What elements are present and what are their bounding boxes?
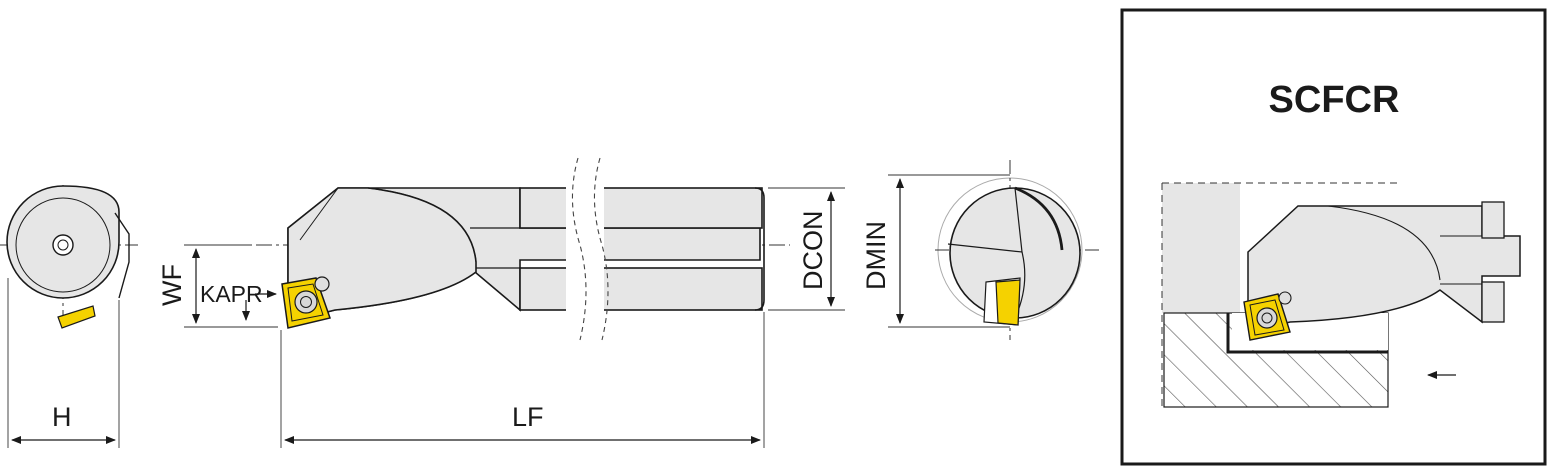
wf-label: WF [157,264,187,306]
kapr-label: KAPR [200,281,263,307]
dmin-label: DMIN [861,221,891,290]
side-view [256,157,790,341]
application-detail-panel [1120,8,1547,466]
lf-label: LF [512,402,544,432]
cutting-insert-detail [1243,291,1292,341]
wf-dimension [184,244,278,328]
h-label: H [52,402,72,432]
dmin-dimension [888,174,1010,328]
designation-title: SCFCR [1269,79,1400,121]
lf-dimension [280,312,765,448]
dcon-dimension [768,187,845,311]
cutting-insert-side [281,276,331,329]
dcon-label: DCON [798,211,828,291]
end-view-left [0,185,138,448]
end-view-right [935,160,1100,340]
